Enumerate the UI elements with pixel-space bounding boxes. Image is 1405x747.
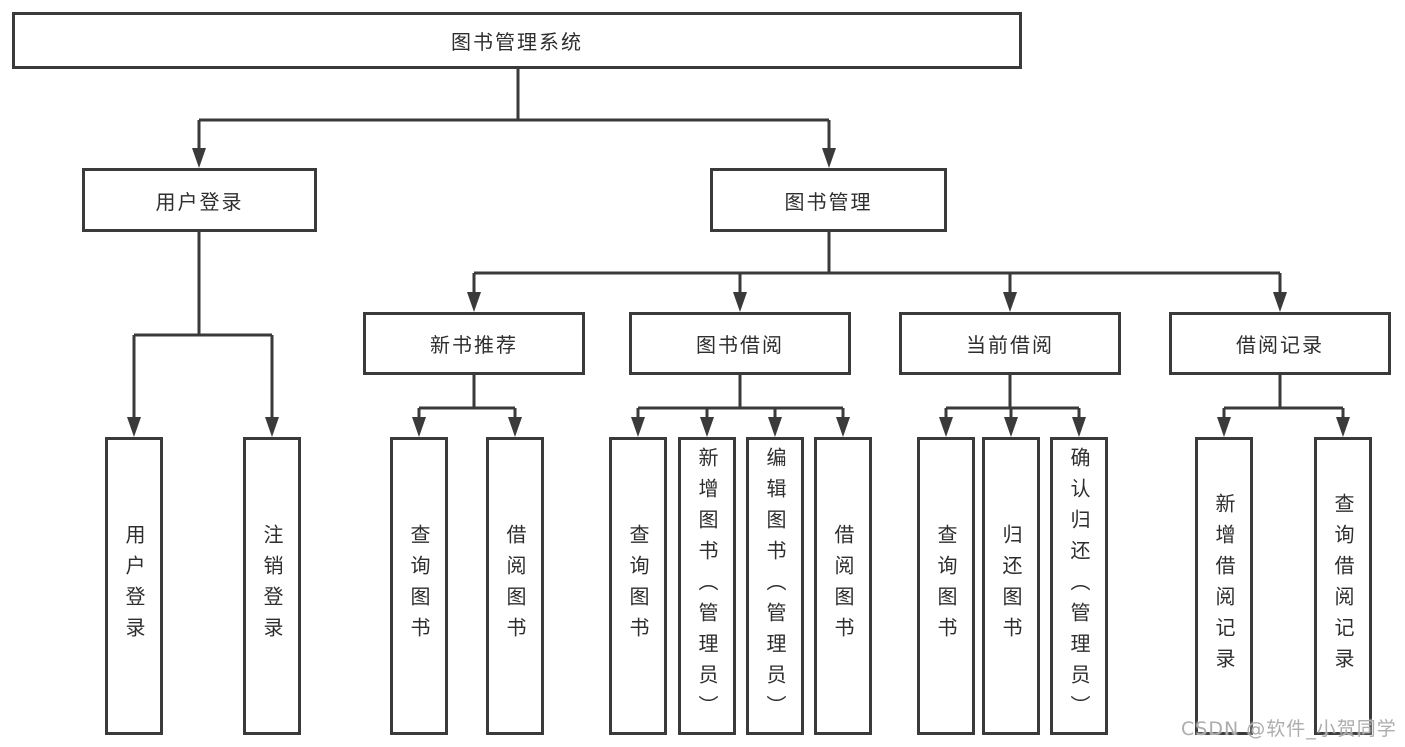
leaf-add-borrow-record: 新增借阅记录 xyxy=(1195,437,1253,735)
wire-new-book-rec xyxy=(417,375,517,420)
leaf-label: 查询图书 xyxy=(626,524,650,648)
arrowhead xyxy=(700,417,714,437)
node-book-mgmt: 图书管理 xyxy=(710,168,947,232)
leaf-label: 查询借阅记录 xyxy=(1331,493,1355,679)
arrowhead xyxy=(939,417,953,437)
leaf-confirm-return-admin: 确认归还（管理员） xyxy=(1050,437,1108,735)
arrowhead xyxy=(467,292,481,312)
wire-book-borrow xyxy=(636,375,845,420)
leaf-label: 归还图书 xyxy=(999,524,1023,648)
leaf-label: 注销登录 xyxy=(260,524,284,648)
arrowhead xyxy=(412,417,426,437)
node-current-borrow: 当前借阅 xyxy=(899,312,1121,375)
leaf-label: 确认归还（管理员） xyxy=(1067,446,1091,726)
wire-borrow-records xyxy=(1222,375,1345,420)
arrowhead xyxy=(1003,292,1017,312)
leaf-label: 编辑图书（管理员） xyxy=(763,446,787,726)
node-borrow-records: 借阅记录 xyxy=(1169,312,1391,375)
wire-user-login xyxy=(132,232,274,420)
arrowhead xyxy=(631,417,645,437)
arrowhead xyxy=(127,417,141,437)
leaf-return-book: 归还图书 xyxy=(982,437,1040,735)
wire-current-borrow xyxy=(944,375,1081,420)
arrowhead xyxy=(508,417,522,437)
arrowhead xyxy=(768,417,782,437)
arrowhead xyxy=(733,292,747,312)
arrowhead xyxy=(1004,417,1018,437)
csdn-watermark: CSDN @软件_小贺同学 xyxy=(1181,718,1397,740)
arrowhead xyxy=(1273,292,1287,312)
leaf-borrow-books-rec: 借阅图书 xyxy=(486,437,544,735)
wire-root xyxy=(197,68,831,150)
node-new-book-rec: 新书推荐 xyxy=(363,312,585,375)
node-user-login: 用户登录 xyxy=(82,168,317,232)
leaf-borrow-books: 借阅图书 xyxy=(814,437,872,735)
leaf-logout-login: 注销登录 xyxy=(243,437,301,735)
leaf-query-borrow-record: 查询借阅记录 xyxy=(1314,437,1372,735)
leaf-query-books-rec: 查询图书 xyxy=(390,437,448,735)
leaf-label: 查询图书 xyxy=(407,524,431,648)
arrowhead xyxy=(836,417,850,437)
leaf-label: 用户登录 xyxy=(122,524,146,648)
leaf-label: 借阅图书 xyxy=(503,524,527,648)
leaf-user-login: 用户登录 xyxy=(105,437,163,735)
arrowhead xyxy=(265,417,279,437)
arrowhead xyxy=(822,148,836,168)
arrowhead xyxy=(1217,417,1231,437)
leaf-label: 借阅图书 xyxy=(831,524,855,648)
leaf-label: 新增借阅记录 xyxy=(1212,493,1236,679)
arrowhead xyxy=(1072,417,1086,437)
leaf-label: 新增图书（管理员） xyxy=(695,446,719,726)
leaf-query-books-current: 查询图书 xyxy=(917,437,975,735)
leaf-add-book-admin: 新增图书（管理员） xyxy=(678,437,736,735)
node-book-borrow: 图书借阅 xyxy=(629,312,851,375)
node-root: 图书管理系统 xyxy=(12,12,1022,69)
leaf-label: 查询图书 xyxy=(934,524,958,648)
leaf-edit-book-admin: 编辑图书（管理员） xyxy=(746,437,804,735)
arrowheads xyxy=(127,148,1350,437)
arrowhead xyxy=(192,148,206,168)
arrowhead xyxy=(1336,417,1350,437)
wire-book-mgmt xyxy=(472,232,1282,295)
leaf-query-books-borrow: 查询图书 xyxy=(609,437,667,735)
